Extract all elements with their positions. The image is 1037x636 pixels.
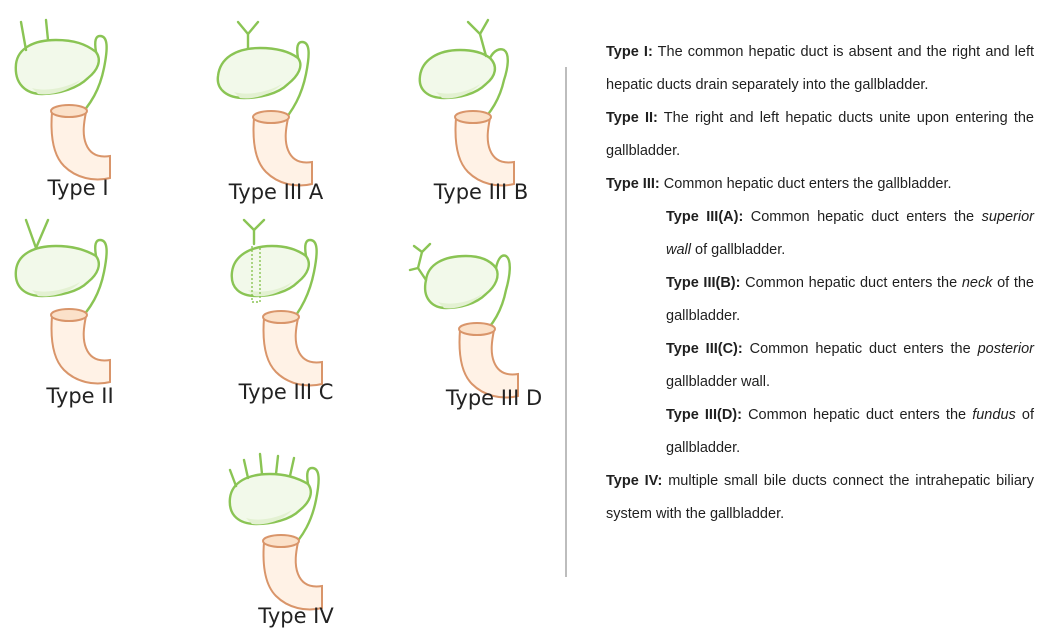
diagram-type-ii bbox=[16, 220, 110, 384]
legend-type-iii-a: Type III(A): Common hepatic duct enters … bbox=[606, 201, 1034, 267]
caption-type-iii-a: Type III A bbox=[229, 180, 324, 204]
legend-type-iii-c: Type III(C): Common hepatic duct enters … bbox=[606, 333, 1034, 399]
diagram-type-iii-a bbox=[218, 22, 312, 186]
diagram-type-iii-d bbox=[410, 244, 518, 398]
legend-type-ii: Type II: The right and left hepatic duct… bbox=[606, 102, 1034, 168]
divider-line bbox=[565, 67, 567, 577]
caption-type-iii-b: Type III B bbox=[434, 180, 529, 204]
caption-type-iv: Type IV bbox=[258, 604, 333, 628]
caption-type-ii: Type II bbox=[46, 384, 113, 408]
legend-type-i: Type I: The common hepatic duct is absen… bbox=[606, 36, 1034, 102]
legend-type-iii-d: Type III(D): Common hepatic duct enters … bbox=[606, 399, 1034, 465]
gallbladder-diagrams bbox=[0, 0, 560, 631]
diagram-figures: Type I Type III A Type III B Type II Typ… bbox=[0, 0, 560, 631]
caption-type-i: Type I bbox=[47, 176, 108, 200]
diagram-type-iii-b bbox=[420, 20, 514, 186]
legend-type-iv: Type IV: multiple small bile ducts conne… bbox=[606, 465, 1034, 531]
caption-type-iii-c: Type III C bbox=[239, 380, 334, 404]
legend-type-iii-b: Type III(B): Common hepatic duct enters … bbox=[606, 267, 1034, 333]
legend-type-iii: Type III: Common hepatic duct enters the… bbox=[606, 168, 1034, 201]
diagram-type-iv bbox=[230, 454, 322, 610]
diagram-type-i bbox=[16, 20, 110, 180]
diagram-type-iii-c bbox=[232, 220, 322, 386]
legend-text: Type I: The common hepatic duct is absen… bbox=[606, 36, 1034, 531]
caption-type-iii-d: Type III D bbox=[446, 386, 542, 410]
